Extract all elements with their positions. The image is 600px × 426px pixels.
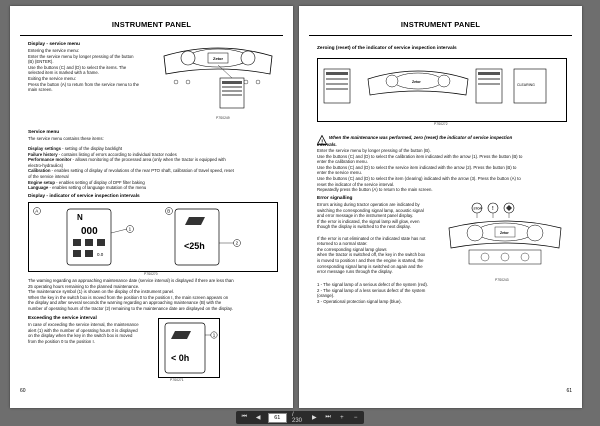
error-signalling-text: Errors arising during tractor operation … <box>317 202 426 275</box>
list-item: Display settings - setting of the displa… <box>28 146 123 151</box>
zeroing-figure: Zetor CLEARING <box>317 58 567 122</box>
viewer-toolbar: ⏮ ◀ 61 / 230 ▶ ⏭ + − <box>236 411 364 424</box>
right-page: INSTRUMENT PANEL Zeroing (reset) of the … <box>299 6 582 408</box>
page-title: INSTRUMENT PANEL <box>111 20 192 29</box>
warning-heading-cont: intervals. <box>317 142 337 147</box>
warning-heading: When the maintenance was performed, zero… <box>329 135 513 140</box>
section-heading: Display - indicator of service inspectio… <box>28 194 140 199</box>
section-heading: Exceeding the service interval <box>28 316 97 321</box>
list-item: Language - enables setting of language m… <box>28 185 147 191</box>
title-rule <box>20 35 283 36</box>
service-menu-text: Entering the service menu:Enter the serv… <box>28 48 140 93</box>
previous-page-icon[interactable]: ◀ <box>255 415 261 421</box>
display-value: 000 <box>81 226 98 237</box>
gear-letter: N <box>77 213 83 222</box>
list-item: 2 - The signal lamp of a less serious de… <box>317 287 426 293</box>
list-item: of the service interval <box>28 173 69 179</box>
page-number-input[interactable]: 61 <box>267 412 287 423</box>
tag-b: B <box>167 209 170 214</box>
page-number: 60 <box>20 388 26 394</box>
last-page-icon[interactable]: ⏭ <box>325 414 331 420</box>
service-interval-text: The warning regarding an approaching mai… <box>28 278 234 311</box>
lamp-legend: 1 - The signal lamp of a serious defect … <box>317 282 467 304</box>
svg-text:Zetor: Zetor <box>412 80 421 84</box>
list-item: Engine setup - enables setting of displa… <box>28 179 145 185</box>
warning-text: Enter the service menu by longer pressin… <box>317 148 523 193</box>
service-menu-items: Display settings - setting of the displa… <box>28 146 286 191</box>
svg-text:Zetor: Zetor <box>213 56 223 61</box>
section-heading: Zeroing (reset) of the indicator of serv… <box>317 46 457 51</box>
svg-text:2: 2 <box>236 241 239 246</box>
list-item: (orange). <box>317 293 335 299</box>
list-item: Calibration - enables setting of display… <box>28 168 234 174</box>
figure-caption: P7S0271 <box>170 378 184 382</box>
hours-remaining: <25h <box>184 241 205 251</box>
exceeding-text: In case of exceeding the service interva… <box>28 322 139 344</box>
section-heading: Error signalling <box>317 196 353 201</box>
tag-a: A <box>35 209 38 214</box>
first-page-icon[interactable]: ⏮ <box>241 414 248 420</box>
list-item: electro-hydraulics) <box>28 162 64 168</box>
figure-caption: P7S0249 <box>216 116 230 120</box>
display-small-value: 0.0 <box>97 252 104 257</box>
service-interval-figure: A B N 000 0.0 1 <25h 2 <box>28 202 278 272</box>
section-heading: Display - service menu <box>28 42 80 47</box>
title-rule <box>309 35 572 36</box>
svg-text:Zetor: Zetor <box>500 231 509 235</box>
zoom-out-icon[interactable]: − <box>353 414 358 421</box>
list-item: Failure history - contains listing of er… <box>28 151 177 157</box>
list-item: Performance monitor - allows monitoring … <box>28 157 226 163</box>
svg-text:!: ! <box>321 140 323 145</box>
page-number: 61 <box>566 388 572 394</box>
list-item: 1 - The signal lamp of a serious defect … <box>317 282 428 287</box>
hours-exceeded: < 0h <box>171 353 189 363</box>
callout: 1 <box>129 227 132 232</box>
callout: 1 <box>213 333 216 338</box>
instrument-panel-figure: Zetor <box>158 38 278 114</box>
figure-caption: P7S0270 <box>144 272 158 276</box>
zoom-in-icon[interactable]: + <box>340 414 344 421</box>
section-heading: Service menu <box>28 130 60 135</box>
exceeded-interval-figure: < 0h 1 <box>158 318 220 378</box>
left-page: INSTRUMENT PANEL Display - service menu … <box>10 6 293 408</box>
signal-lamps-figure: STOP ! Zetor <box>445 200 565 276</box>
service-menu-intro: The service menu contains these items: <box>28 136 104 141</box>
svg-text:STOP: STOP <box>474 207 482 211</box>
next-page-icon[interactable]: ▶ <box>312 415 317 421</box>
page-title: INSTRUMENT PANEL <box>400 20 481 29</box>
figure-caption: P7S0243 <box>495 278 509 282</box>
warning-icon: ! <box>316 132 328 146</box>
list-item: 3 - Operational protection signal lamp (… <box>317 298 402 304</box>
clearing-label: CLEARING <box>517 83 535 87</box>
svg-text:!: ! <box>492 206 494 212</box>
figure-caption: P7S0272 <box>434 122 448 126</box>
page-total: / 230 <box>292 411 303 424</box>
